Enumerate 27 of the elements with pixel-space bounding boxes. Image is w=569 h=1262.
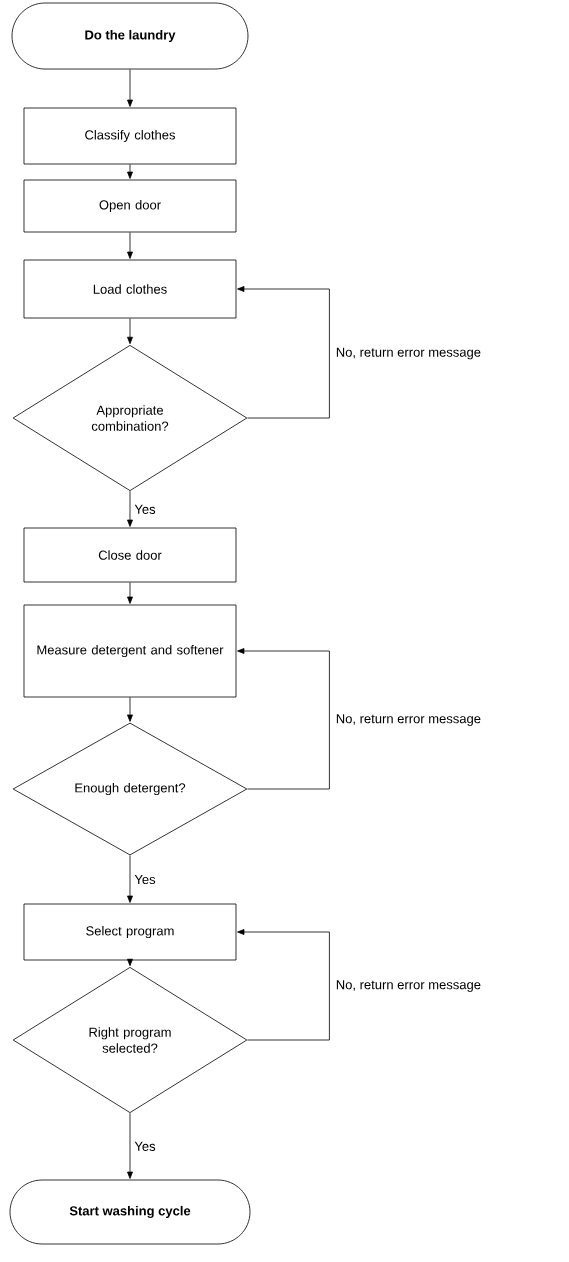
- arrow: [237, 286, 330, 419]
- process-box: Classify clothes: [23, 107, 237, 165]
- edge-label: No, return error message: [336, 714, 481, 726]
- terminal-box: Do the laundry: [11, 2, 249, 70]
- terminal-box: Start washing cycle: [9, 1179, 251, 1245]
- arrow: [127, 232, 133, 259]
- arrow: [127, 318, 133, 345]
- process-box: Open door: [23, 179, 237, 233]
- arrow: [127, 1112, 133, 1179]
- process-box: Close door: [23, 527, 237, 583]
- arrow: [127, 582, 133, 604]
- process-box: Measure detergent and softener: [23, 604, 237, 698]
- edge-label: Yes: [134, 875, 156, 885]
- edge-label: No, return error message: [336, 980, 481, 992]
- edge-label: Yes: [134, 504, 156, 514]
- arrow: [237, 929, 330, 1041]
- arrow: [127, 164, 133, 179]
- process-box: Select program: [23, 903, 237, 961]
- arrow: [127, 490, 133, 527]
- process-box: Load clothes: [23, 259, 237, 319]
- arrow: [127, 958, 133, 967]
- arrow: [127, 855, 133, 903]
- arrow: [237, 648, 330, 790]
- arrow: [127, 69, 133, 107]
- edge-label: No, return error message: [336, 347, 481, 360]
- edge-label: Yes: [134, 1141, 156, 1151]
- arrow: [127, 697, 133, 722]
